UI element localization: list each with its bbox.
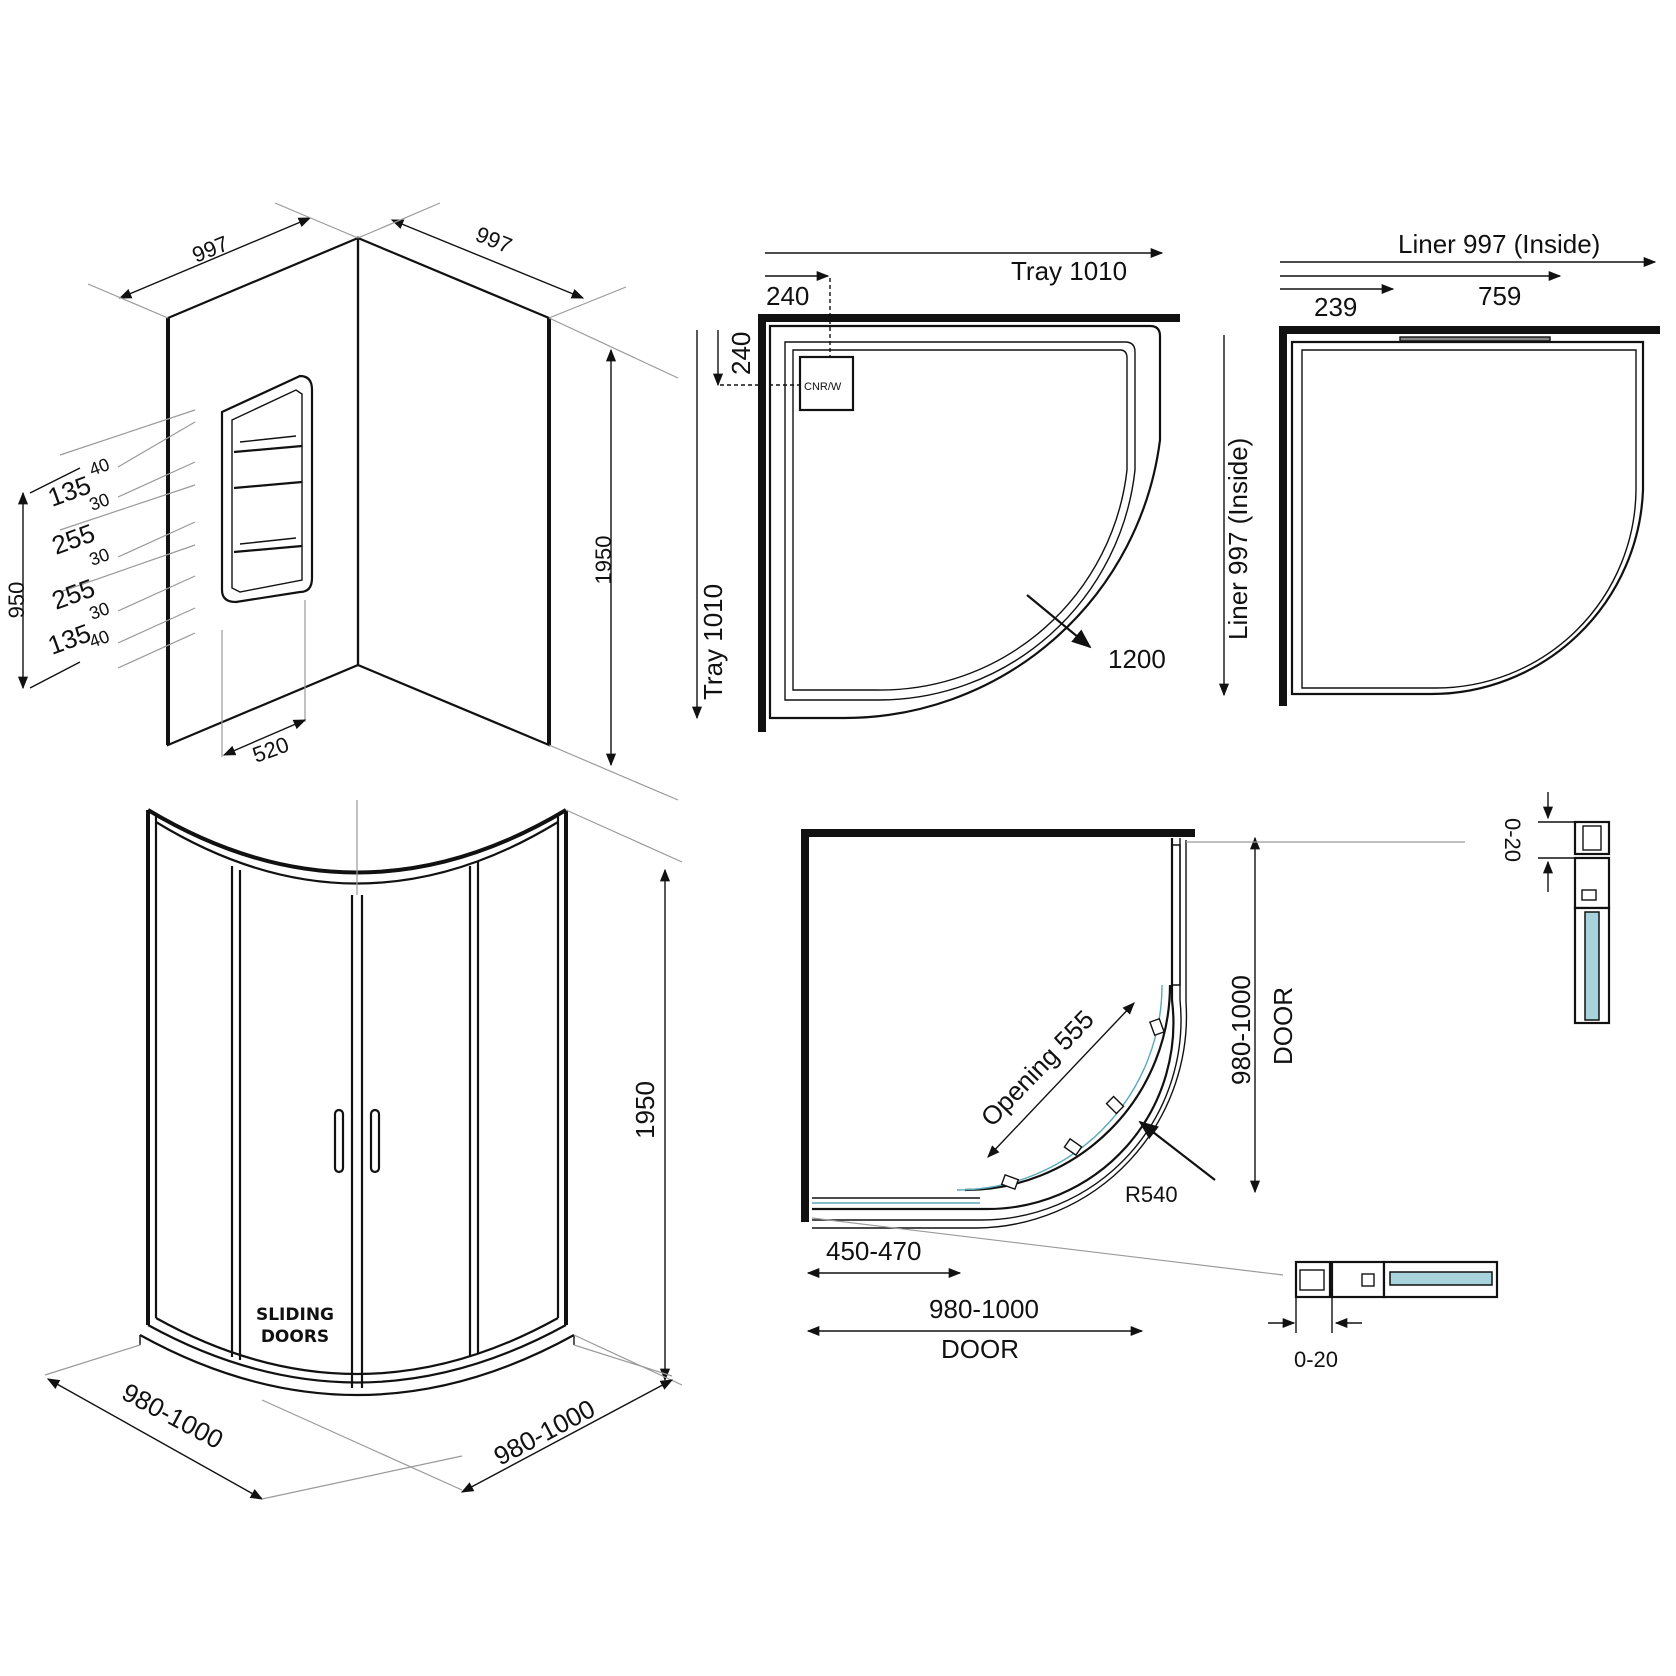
opening-label: Opening 555 (975, 1004, 1100, 1132)
top-adjustment-label: 0-20 (1500, 818, 1525, 862)
side-door-label: DOOR (1268, 987, 1298, 1065)
bottom-adjustment-label: 0-20 (1294, 1347, 1338, 1372)
left-door-handle (333, 1108, 345, 1174)
enclosure-width-left: 980-1000 (117, 1377, 228, 1455)
liner-depth-label: Liner 997 (Inside) (1223, 438, 1253, 640)
enclosure-view: SLIDING DOORS 1950 980-1000 980-1000 (44, 800, 683, 1500)
shelf-dim-2: 135 (44, 470, 95, 513)
liner-outline (1279, 326, 1660, 706)
shelf-dim-8: 135 (44, 618, 95, 661)
return-width-label: 450-470 (826, 1236, 921, 1266)
panel-width-left: 997 (189, 231, 232, 268)
right-wall-panel (356, 236, 551, 747)
tray-radius: 1200 (1108, 644, 1166, 674)
front-door-label: DOOR (941, 1334, 1019, 1364)
liner-width-label: Liner 997 (Inside) (1398, 229, 1600, 259)
tray-width-label: Tray 1010 (1011, 256, 1127, 286)
panel-height: 1950 (591, 536, 616, 585)
radius-label: R540 (1125, 1182, 1178, 1207)
corner-offset-y: 240 (726, 332, 756, 375)
shelf-height: 950 (4, 582, 29, 619)
shelf-unit (220, 374, 314, 604)
tray-depth-label: Tray 1010 (698, 584, 728, 700)
liner-plan: Liner 997 (Inside) 239 759 Liner 997 (In… (1218, 229, 1660, 706)
enclosure-height: 1950 (630, 1081, 660, 1139)
right-door-handle (369, 1108, 381, 1174)
tray-outline (758, 314, 1180, 732)
door-plan-walls (801, 829, 1195, 1222)
corner-box (798, 355, 855, 412)
top-adjustment-detail: 0-20 (1500, 792, 1611, 1025)
panel-view: 997 997 1950 950 (4, 202, 679, 801)
front-width-label: 980-1000 (929, 1294, 1039, 1324)
corner-offset-x: 240 (766, 281, 809, 311)
side-width-label: 980-1000 (1226, 975, 1256, 1085)
corner-box-label: CNR/W (804, 381, 842, 393)
sliding-doors-label-2: DOORS (261, 1327, 329, 1347)
sliding-doors-label-1: SLIDING (256, 1305, 334, 1325)
shelf-dim-9: 40 (87, 626, 113, 652)
enclosure-width-right: 980-1000 (489, 1393, 600, 1471)
liner-offset-small: 239 (1314, 292, 1357, 322)
shelf-width: 520 (249, 732, 292, 768)
shelf-dim-1: 40 (87, 454, 113, 480)
tray-plan: CNR/W Tray 1010 240 Tray 1010 240 1200 (691, 247, 1180, 732)
bottom-adjustment-detail: 0-20 (1268, 1260, 1499, 1372)
left-wall-panel (166, 236, 360, 747)
panel-width-right: 997 (472, 221, 515, 258)
liner-offset-large: 759 (1478, 281, 1521, 311)
